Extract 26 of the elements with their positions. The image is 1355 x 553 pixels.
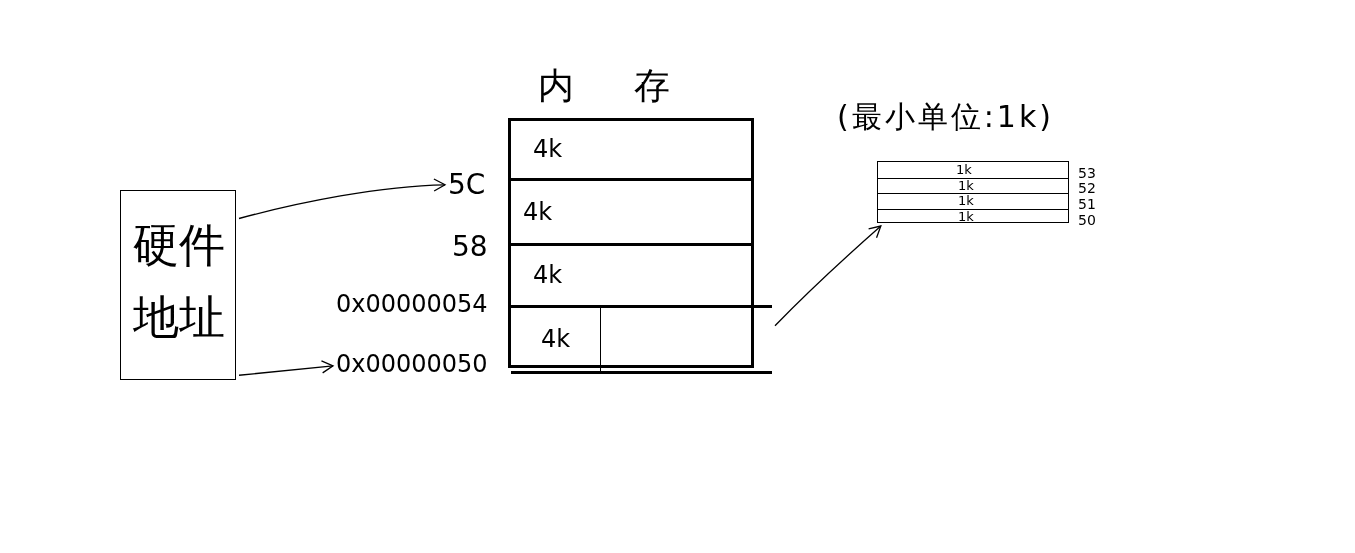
- address-label: 52: [1078, 180, 1096, 197]
- size-label: 4k: [523, 197, 553, 227]
- address-box: [120, 190, 236, 380]
- size-label: 4k: [533, 135, 563, 164]
- size-label: 4k: [541, 325, 571, 354]
- arrow: [238, 360, 334, 376]
- size-label: 1k: [958, 177, 974, 194]
- table-row: [878, 208, 1068, 224]
- size-label: 1k: [958, 208, 974, 225]
- address-label: 5C: [448, 168, 486, 202]
- address-label: 51: [1078, 196, 1096, 213]
- size-label: 4k: [533, 261, 563, 290]
- memory-row: [511, 305, 772, 374]
- arrow: [774, 225, 882, 327]
- address-label: 0x00000054: [336, 290, 488, 319]
- address-label: 50: [1078, 212, 1096, 229]
- size-label: 1k: [956, 161, 972, 178]
- address-label: 0x00000050: [336, 350, 488, 379]
- address-label: 硬件地址: [132, 217, 226, 346]
- arrow: [238, 178, 446, 220]
- table-row: [878, 177, 1068, 193]
- memory-heading: 内存: [538, 64, 670, 108]
- address-label: 58: [452, 230, 488, 264]
- address-label: 53: [1078, 165, 1096, 182]
- size-label: 1k: [958, 193, 974, 210]
- unit-note: (最小单位:1k): [837, 99, 1054, 135]
